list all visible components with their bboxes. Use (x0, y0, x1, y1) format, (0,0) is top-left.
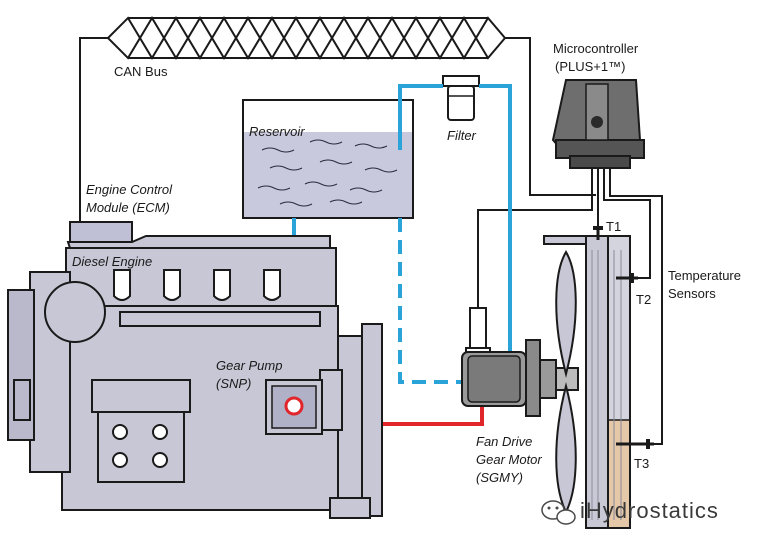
reservoir (242, 99, 414, 219)
filter-label: Filter (447, 128, 477, 143)
wechat-icon (541, 500, 576, 525)
t2-label: T2 (636, 292, 651, 307)
ecm-label-2: Module (ECM) (86, 200, 170, 215)
filter (442, 75, 480, 121)
temperature-sensors-label-2: Sensors (668, 286, 716, 301)
fan-drive-gear-motor (461, 307, 579, 417)
watermark-text: iHydrostatics (580, 498, 719, 523)
can-bus-label: CAN Bus (114, 64, 168, 79)
cooling-fan (555, 250, 577, 515)
ecm-box (69, 221, 133, 243)
t3-label: T3 (634, 456, 649, 471)
diesel-engine-label: Diesel Engine (72, 254, 152, 269)
fan-drive-label: Fan Drive (476, 434, 532, 449)
microcontroller-model-label: (PLUS+1™) (555, 59, 625, 74)
gear-pump-model-label: (SNP) (216, 376, 251, 391)
t1-label: T1 (606, 219, 621, 234)
control-wires (477, 188, 663, 445)
diesel-engine (7, 221, 383, 519)
ecm-label: Engine Control (86, 182, 173, 197)
fan-drive-model-label: (SGMY) (476, 470, 523, 485)
microcontroller-label: Microcontroller (553, 41, 639, 56)
can-bus (79, 16, 596, 222)
fan-drive-label-2: Gear Motor (476, 452, 542, 467)
gear-pump-label: Gear Pump (216, 358, 282, 373)
temperature-sensors-label: Temperature (668, 268, 741, 283)
radiator (543, 226, 654, 529)
gear-pump (265, 379, 323, 435)
microcontroller (551, 79, 645, 188)
reservoir-label: Reservoir (249, 124, 305, 139)
